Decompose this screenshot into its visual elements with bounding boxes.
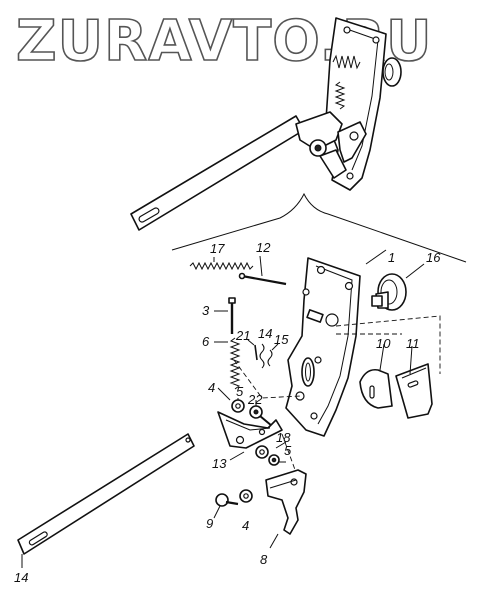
callout-16: 16 [426,250,441,265]
callout-10: 10 [376,336,391,351]
explode-bracket [171,192,467,263]
callout-9: 9 [206,516,213,531]
callout-17: 17 [210,241,225,256]
callout-5-upper: 5 [236,384,244,399]
part-12-pin [238,255,287,286]
part-17-spring [189,257,254,271]
callout-21: 21 [235,328,250,343]
part-8-latch [265,469,307,549]
part-1-main-plate [285,249,387,437]
callout-14-lower: 14 [14,570,28,585]
part-5-washer-lower [268,454,286,466]
callout-14-upper: 14 [258,326,272,341]
assembled-rod [130,115,305,231]
callout-6: 6 [202,334,210,349]
callout-18: 18 [276,430,291,445]
part-4-washer-lower [239,489,253,503]
assembly-guide-line [233,359,301,399]
leader-lines [217,387,287,461]
callout-4-upper: 4 [208,380,215,395]
assembled-mechanism [130,17,402,231]
part-3-pin [214,297,236,334]
callout-12: 12 [256,240,271,255]
part-4-washer-upper [231,399,245,413]
assembled-plate [295,17,402,191]
callout-8: 8 [260,552,268,567]
callout-5-lower: 5 [284,443,292,458]
part-6-spring [214,337,241,390]
part-22-screw [249,405,273,427]
part-10-cam [359,343,393,409]
assembly-guide-line [335,315,441,374]
part-11-plate [395,345,433,419]
part-14-spring-small [259,343,265,369]
part-21-pin [247,339,258,361]
part-15-spring-small [267,343,279,367]
part-14-rod [17,433,195,568]
part-9-screw [213,493,239,519]
part-16-knob [371,263,425,311]
callout-3: 3 [202,303,210,318]
callout-13: 13 [212,456,227,471]
part-18-washer [255,445,269,459]
callout-1: 1 [388,250,395,265]
part-13-lever [217,411,283,449]
callout-15: 15 [274,332,289,347]
callout-11: 11 [406,336,420,351]
callout-22: 22 [247,392,263,407]
callout-4-lower: 4 [242,518,249,533]
